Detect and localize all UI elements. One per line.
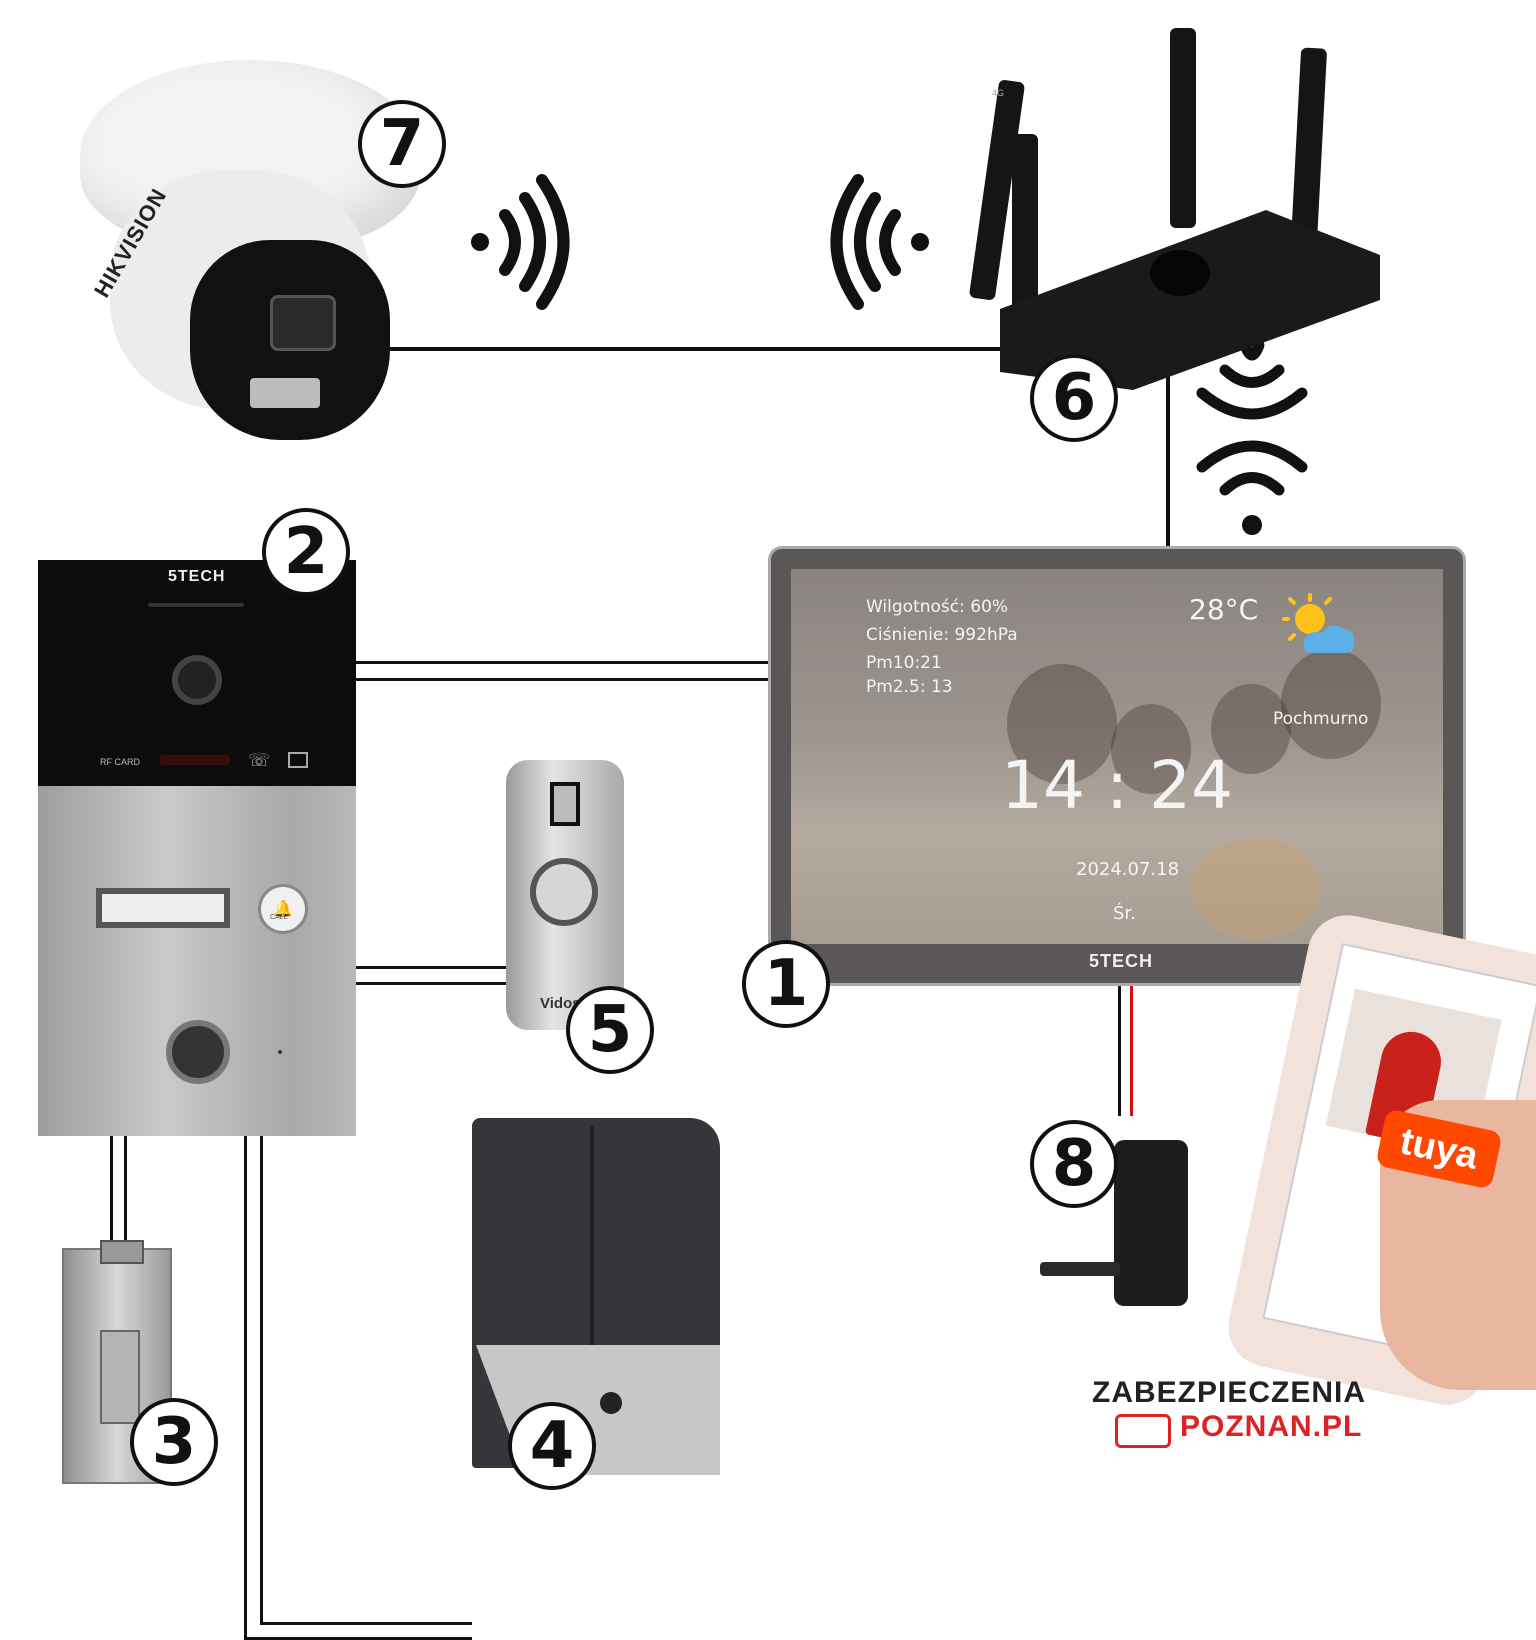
electric-strike-latch xyxy=(100,1330,140,1424)
partly-cloudy-icon xyxy=(1282,593,1355,653)
weather-description: Pochmurno xyxy=(1273,709,1369,729)
wire-router-monitor xyxy=(1166,360,1170,548)
pm10: Pm10:21 xyxy=(866,653,942,673)
label-7: 7 xyxy=(358,100,446,188)
gate-motor-release xyxy=(600,1392,622,1414)
photo-person xyxy=(1007,664,1117,784)
wire-camera-router xyxy=(386,347,1020,351)
door-station-speaker xyxy=(148,603,244,607)
door-station-logo: 5TECH xyxy=(168,568,226,585)
power-supply xyxy=(1114,1140,1188,1306)
camera-lens xyxy=(270,295,336,351)
monitor-logo: 5TECH xyxy=(1089,951,1154,971)
wire-monitor-psu-red xyxy=(1130,986,1133,1116)
name-plate xyxy=(96,888,230,928)
temperature: 28°C xyxy=(1189,593,1259,626)
wifi-signal-icon xyxy=(471,174,570,310)
label-1: 1 xyxy=(742,940,830,1028)
label-5: 5 xyxy=(566,986,654,1074)
pressure: Ciśnienie: 992hPa xyxy=(866,625,1018,645)
wire-monitor-psu xyxy=(1118,986,1121,1116)
wire-station-motor-b xyxy=(260,1136,263,1624)
rf-card-label: RF CARD xyxy=(100,757,140,767)
door-icon xyxy=(288,752,308,768)
logo-line-1: ZABEZPIECZENIA xyxy=(1092,1376,1367,1409)
clock-time: 14 : 24 xyxy=(1001,747,1234,824)
router-antenna-label: 4G xyxy=(992,88,1005,98)
fingerprint-reader[interactable] xyxy=(166,1020,230,1084)
call-label: CALL xyxy=(270,914,288,921)
wire-station-monitor-a xyxy=(356,661,768,664)
router-top-port xyxy=(1150,250,1210,296)
label-3: 3 xyxy=(130,1398,218,1486)
exit-button-knob[interactable] xyxy=(530,858,598,926)
wire-station-exit-b xyxy=(356,982,506,985)
phone-handset-icon: ☏ xyxy=(248,750,271,770)
wifi-signal-icon xyxy=(1196,339,1308,535)
door-station-leds xyxy=(160,755,230,765)
date: 2024.07.18 xyxy=(1076,859,1180,880)
label-4: 4 xyxy=(508,1402,596,1490)
humidity: Wilgotność: 60% xyxy=(866,597,1009,617)
router-antenna xyxy=(1170,28,1196,228)
wire-motor-link-upper xyxy=(260,1622,472,1625)
logo-line-2: POZNAN.PL xyxy=(1180,1410,1363,1443)
wire-station-exit-a xyxy=(356,966,506,969)
call-button[interactable]: 🔔 xyxy=(258,884,308,934)
wifi-signal-icon xyxy=(830,174,929,310)
exit-button-brand: Vidos xyxy=(540,995,581,1012)
wire-station-lock-b xyxy=(124,1136,127,1256)
power-plug-pins xyxy=(1040,1262,1120,1276)
photo-dog xyxy=(1191,839,1321,939)
door-station-camera xyxy=(172,655,222,705)
photo-person xyxy=(1211,684,1291,774)
photo-person xyxy=(1111,704,1191,794)
photo-person xyxy=(1281,649,1381,759)
label-8: 8 xyxy=(1030,1120,1118,1208)
gate-motor-divider xyxy=(590,1125,594,1345)
strike-top-cap xyxy=(100,1240,144,1264)
bell-icon: 🔔 xyxy=(273,901,293,918)
wire-station-monitor-b xyxy=(356,678,768,681)
door-exit-icon xyxy=(550,782,580,826)
weekday: Śr. xyxy=(1113,903,1136,924)
label-6: 6 xyxy=(1030,354,1118,442)
camera-ir-light xyxy=(250,378,320,408)
mic-dot xyxy=(278,1050,282,1054)
pm25: Pm2.5: 13 xyxy=(866,677,953,697)
router-antenna xyxy=(1290,47,1328,245)
indoor-monitor[interactable]: Wilgotność: 60% Ciśnienie: 992hPa Pm10:2… xyxy=(768,546,1466,986)
label-2: 2 xyxy=(262,508,350,596)
wire-station-lock-a xyxy=(110,1136,113,1256)
wire-station-motor-a xyxy=(244,1136,247,1640)
cctv-camera-icon xyxy=(1115,1414,1171,1448)
